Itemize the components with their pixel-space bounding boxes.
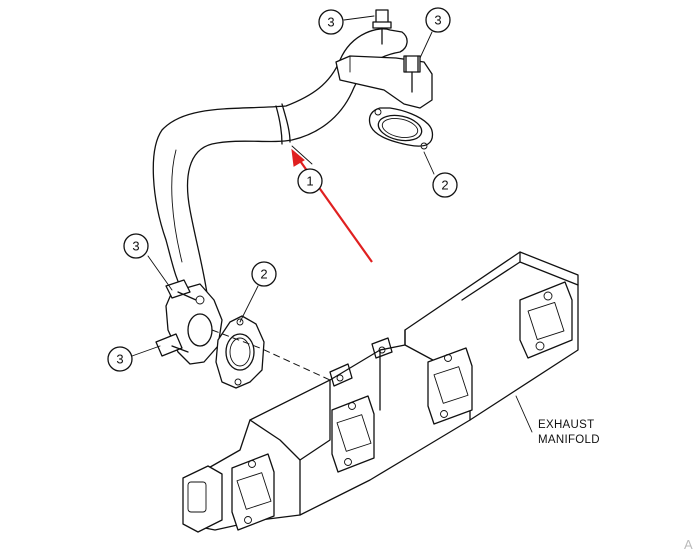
callout-3-top-left: 3 <box>318 9 344 35</box>
callout-3-top-right-text: 3 <box>434 13 441 28</box>
top-flange <box>335 9 433 109</box>
callout-2-mid-text: 2 <box>260 267 267 282</box>
callout-3-mid-left-text: 3 <box>132 239 139 254</box>
callout-1: 1 <box>297 168 323 194</box>
leader-lines <box>131 15 435 357</box>
callout-3-low-left-text: 3 <box>116 352 123 367</box>
callout-2-top-text: 2 <box>441 178 448 193</box>
top-gasket <box>368 107 434 150</box>
exhaust-pipe <box>152 28 408 301</box>
red-arrow <box>291 148 373 263</box>
callout-3-low-left: 3 <box>107 346 133 372</box>
callout-3-top-right: 3 <box>425 7 451 33</box>
alignment-line <box>211 329 331 381</box>
watermark: A <box>684 537 693 552</box>
callout-2-top: 2 <box>432 172 458 198</box>
label-line-2: MANIFOLD <box>538 434 600 446</box>
label-line-1: EXHAUST <box>538 419 594 431</box>
callout-2-mid: 2 <box>251 261 277 287</box>
lower-flange <box>155 279 223 365</box>
callout-3-top-left-text: 3 <box>327 15 334 30</box>
lower-gasket <box>215 315 265 389</box>
callout-1-text: 1 <box>306 174 313 189</box>
exhaust-manifold <box>182 251 579 533</box>
exhaust-manifold-label: EXHAUST MANIFOLD <box>515 395 600 446</box>
callout-3-mid-left: 3 <box>123 233 149 259</box>
